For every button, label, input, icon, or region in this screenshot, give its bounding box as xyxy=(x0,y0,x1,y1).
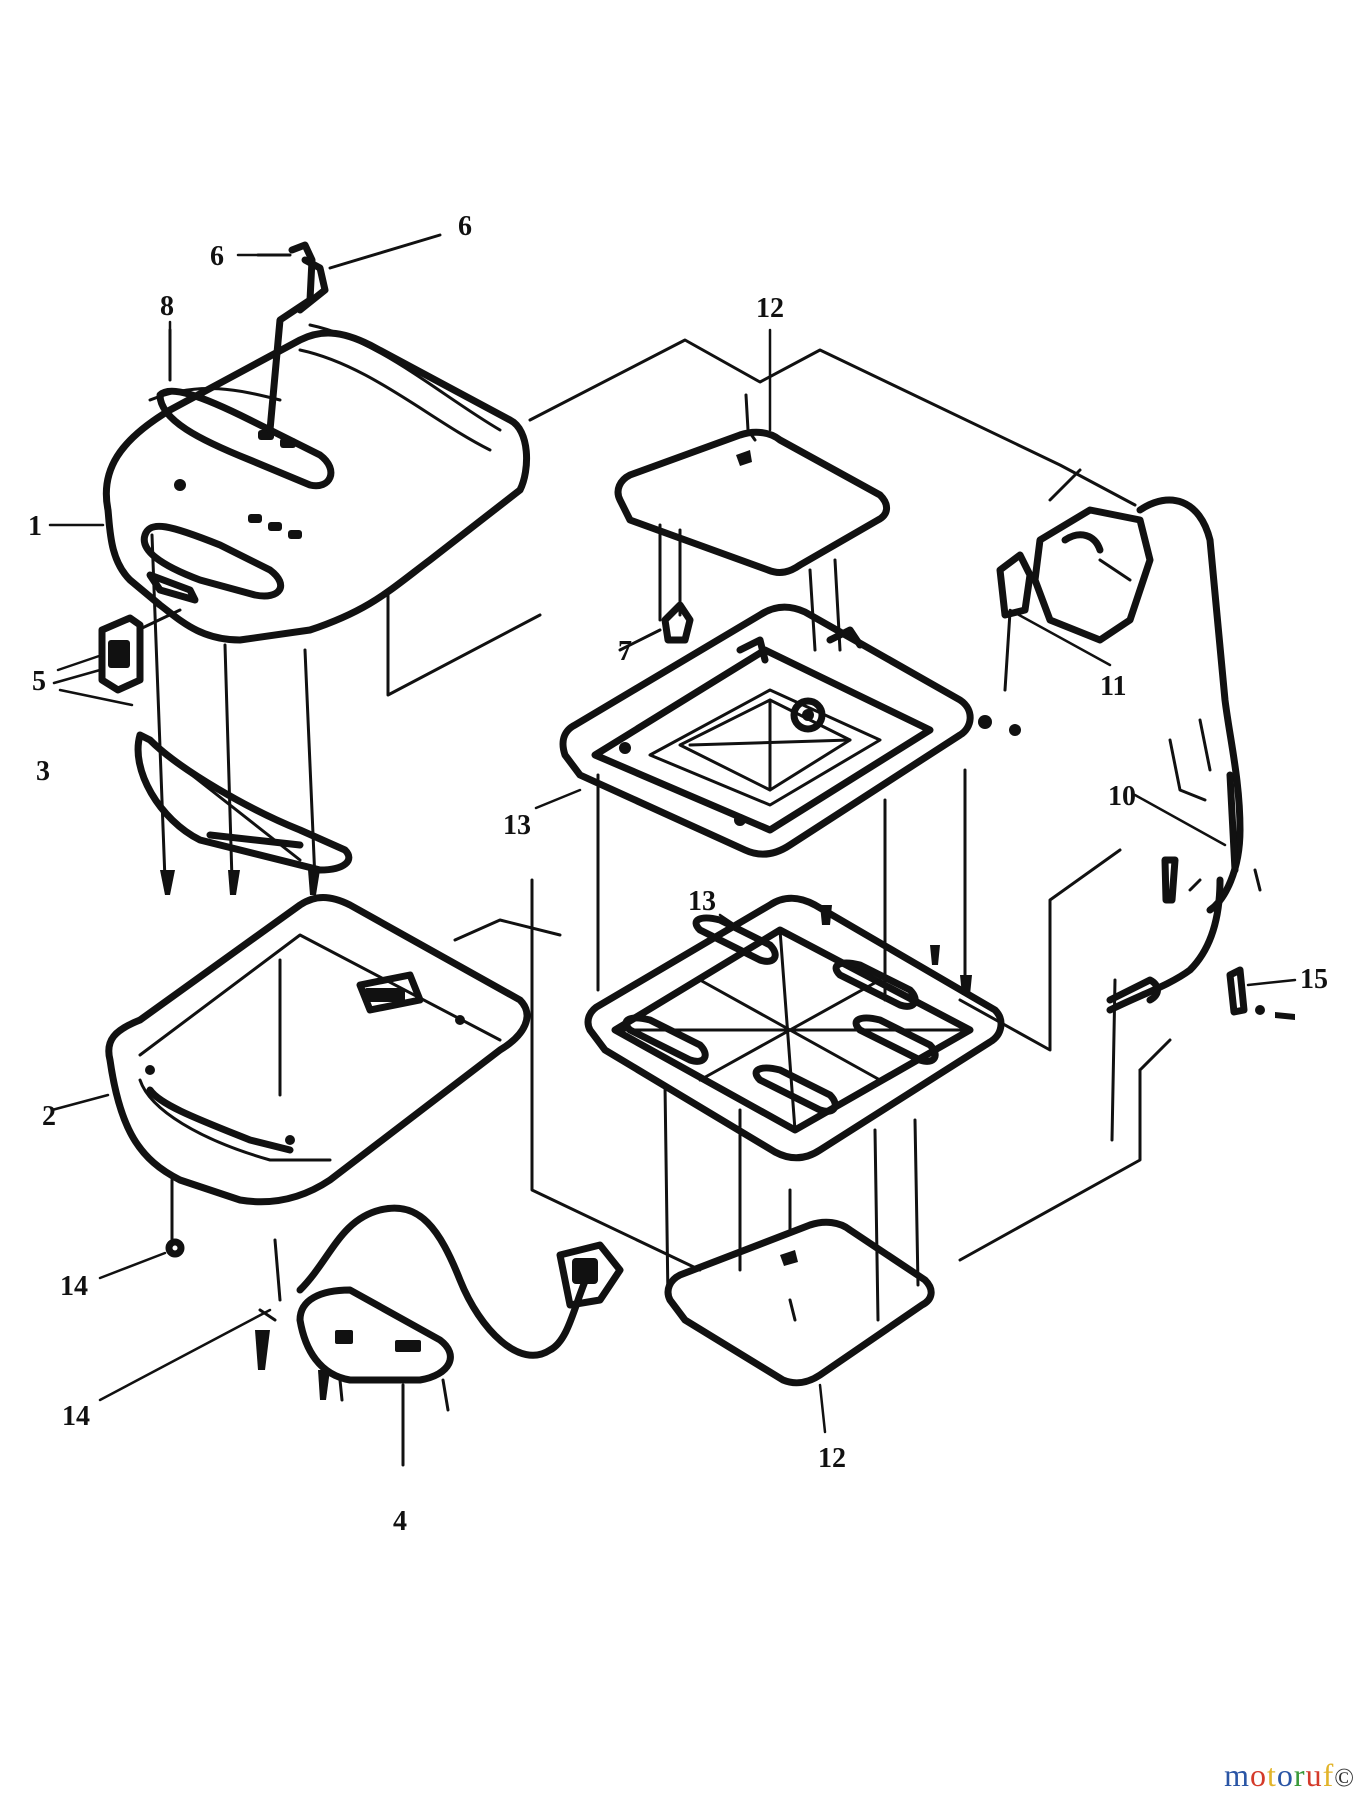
label-part-10: 10 xyxy=(1108,781,1136,812)
part-labels: 1 2 3 4 5 6 6 7 8 10 11 12 12 13 13 14 1… xyxy=(28,211,1328,1537)
label-part-14-lower: 14 xyxy=(62,1401,90,1432)
leader-lines xyxy=(48,253,1297,1434)
watermark-logo: motoruf© xyxy=(1224,1757,1355,1794)
label-part-4: 4 xyxy=(393,1506,407,1537)
part-top-plate xyxy=(614,393,890,652)
assembly-outline xyxy=(386,338,1172,1272)
part-bottom-housing xyxy=(105,894,531,1258)
part-power-cord xyxy=(255,1204,624,1467)
label-part-6-left: 6 xyxy=(210,241,224,272)
part-lower-baking-plate xyxy=(584,894,1005,1322)
label-part-8: 8 xyxy=(160,291,174,322)
part-wiring-harness xyxy=(1106,496,1262,1142)
watermark-letter: r xyxy=(1293,1757,1306,1793)
label-part-12-top: 12 xyxy=(756,293,784,324)
label-part-12-bottom: 12 xyxy=(818,1443,846,1474)
label-part-7: 7 xyxy=(618,636,632,667)
watermark-letter: u xyxy=(1305,1757,1323,1793)
part-screws xyxy=(1226,966,1295,1020)
label-part-14-upper: 14 xyxy=(60,1271,88,1302)
label-part-2: 2 xyxy=(42,1101,56,1132)
watermark-letter: f xyxy=(1322,1757,1335,1793)
part-clips xyxy=(256,233,442,434)
label-part-15: 15 xyxy=(1300,964,1328,995)
watermark-letter: t xyxy=(1267,1757,1277,1793)
part-bracket xyxy=(134,533,353,895)
label-part-1: 1 xyxy=(28,511,42,542)
part-bottom-plate xyxy=(664,1188,935,1387)
label-part-11: 11 xyxy=(1100,671,1126,702)
label-part-5: 5 xyxy=(32,666,46,697)
part-top-housing xyxy=(102,323,531,644)
part-switch xyxy=(98,608,182,694)
watermark-letter: o xyxy=(1250,1757,1268,1793)
label-part-6-right: 6 xyxy=(458,211,472,242)
part-switch-assembly xyxy=(996,506,1154,692)
watermark-letter: o xyxy=(1276,1757,1294,1793)
part-upper-heating-frame xyxy=(559,603,1021,1002)
watermark-letter: m xyxy=(1224,1757,1251,1793)
label-part-13-lower: 13 xyxy=(688,886,716,917)
label-part-3: 3 xyxy=(36,756,50,787)
copyright-icon: © xyxy=(1334,1763,1355,1792)
part-clip-7 xyxy=(618,601,694,652)
label-part-13-upper: 13 xyxy=(503,810,531,841)
